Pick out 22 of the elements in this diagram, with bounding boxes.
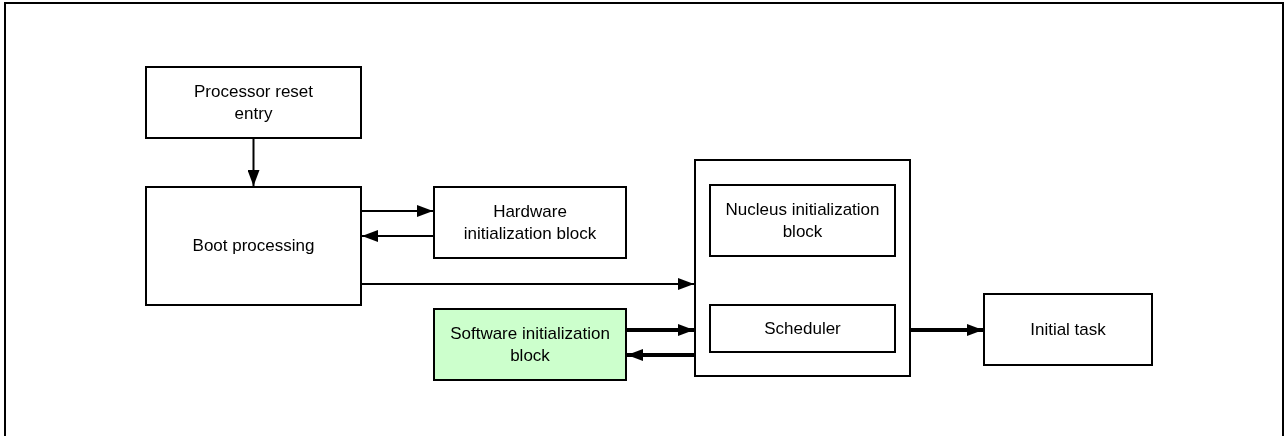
process-box xyxy=(709,184,896,257)
box-label: Initial task xyxy=(1030,318,1106,341)
box-label: Nucleus initialization block xyxy=(724,198,881,243)
arrow xyxy=(361,205,434,217)
process-box xyxy=(145,66,362,139)
process-box xyxy=(983,293,1153,366)
box-label: Scheduler xyxy=(764,317,841,340)
group-box xyxy=(694,159,911,377)
box-label: Processor reset entry xyxy=(192,80,314,125)
arrow xyxy=(627,349,694,361)
arrow xyxy=(361,278,695,290)
box-label: Software initialization block xyxy=(450,322,610,367)
arrow xyxy=(627,324,694,336)
process-box xyxy=(709,304,896,353)
arrow xyxy=(247,138,260,187)
process-box xyxy=(433,186,627,259)
process-box xyxy=(433,308,627,381)
arrow xyxy=(911,324,983,336)
box-label: Hardware initialization block xyxy=(462,200,598,245)
box-label: Boot processing xyxy=(192,235,315,257)
process-box xyxy=(145,186,362,306)
arrow xyxy=(361,230,434,242)
